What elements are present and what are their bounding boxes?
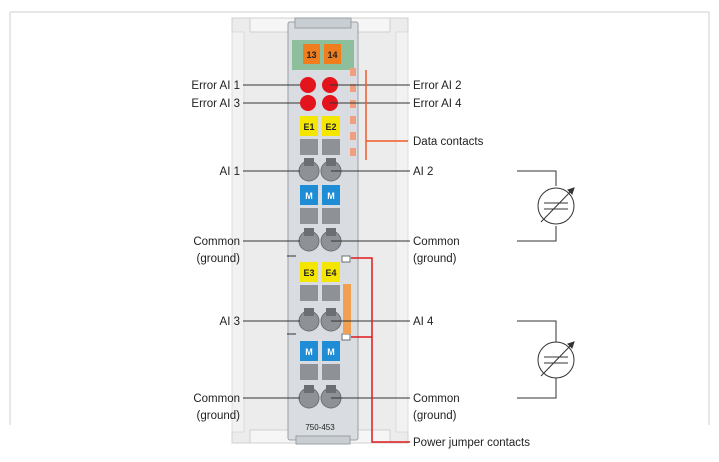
label-error-ai3: Error AI 3 — [191, 98, 240, 110]
label-ai1: AI 1 — [220, 166, 240, 178]
label-ground2-left: (ground) — [197, 410, 241, 422]
jumper-strip — [343, 284, 351, 334]
label-data-contacts: Data contacts — [413, 136, 484, 148]
tag-m-1 — [300, 185, 318, 205]
tag-m-4 — [322, 341, 340, 361]
label-common1-right: Common — [413, 236, 460, 248]
top-tag-14-label: 14 — [327, 50, 337, 60]
label-error-ai2: Error AI 2 — [413, 80, 462, 92]
tag-e2 — [322, 116, 340, 136]
label-ai4: AI 4 — [413, 316, 434, 328]
tag-m-1-label: M — [305, 191, 313, 201]
top-tag-14 — [324, 44, 341, 64]
tag-e3 — [300, 262, 318, 282]
label-ground1-left: (ground) — [197, 253, 241, 265]
tag-m-4-label: M — [327, 347, 335, 357]
tag-m-3-label: M — [305, 347, 313, 357]
data-contacts-bracket — [365, 70, 408, 160]
label-ai2: AI 2 — [413, 166, 433, 178]
tag-e4-label: E4 — [325, 268, 336, 278]
power-jumper-bracket — [351, 257, 410, 443]
error-led-3 — [300, 95, 316, 111]
tag-e2-label: E2 — [325, 122, 336, 132]
tag-m-2 — [322, 185, 340, 205]
label-common2-left: Common — [193, 393, 240, 405]
top-tag-13 — [303, 44, 320, 64]
label-error-ai4: Error AI 4 — [413, 98, 462, 110]
part-number: 750-453 — [305, 423, 335, 432]
tag-m-3 — [300, 341, 318, 361]
tag-e3-label: E3 — [303, 268, 314, 278]
label-power-jumper: Power jumper contacts — [413, 437, 530, 449]
frame-border — [9, 11, 710, 425]
label-ground2-right: (ground) — [413, 410, 457, 422]
label-ground1-right: (ground) — [413, 253, 457, 265]
tag-m-2-label: M — [327, 191, 335, 201]
label-ai3: AI 3 — [220, 316, 240, 328]
top-tag-13-label: 13 — [306, 50, 316, 60]
tag-e1 — [300, 116, 318, 136]
variable-resistor-icon — [517, 320, 575, 399]
tag-e4 — [322, 262, 340, 282]
label-error-ai1: Error AI 1 — [191, 80, 240, 92]
label-common2-right: Common — [413, 393, 460, 405]
tag-e1-label: E1 — [303, 122, 314, 132]
variable-resistor-icon — [517, 170, 575, 242]
label-common1-left: Common — [193, 236, 240, 248]
error-led-1 — [300, 77, 316, 93]
io-module: 13 14 E1 E2 M M — [287, 17, 359, 445]
left-leaders — [243, 84, 300, 399]
right-leaders — [330, 84, 410, 399]
